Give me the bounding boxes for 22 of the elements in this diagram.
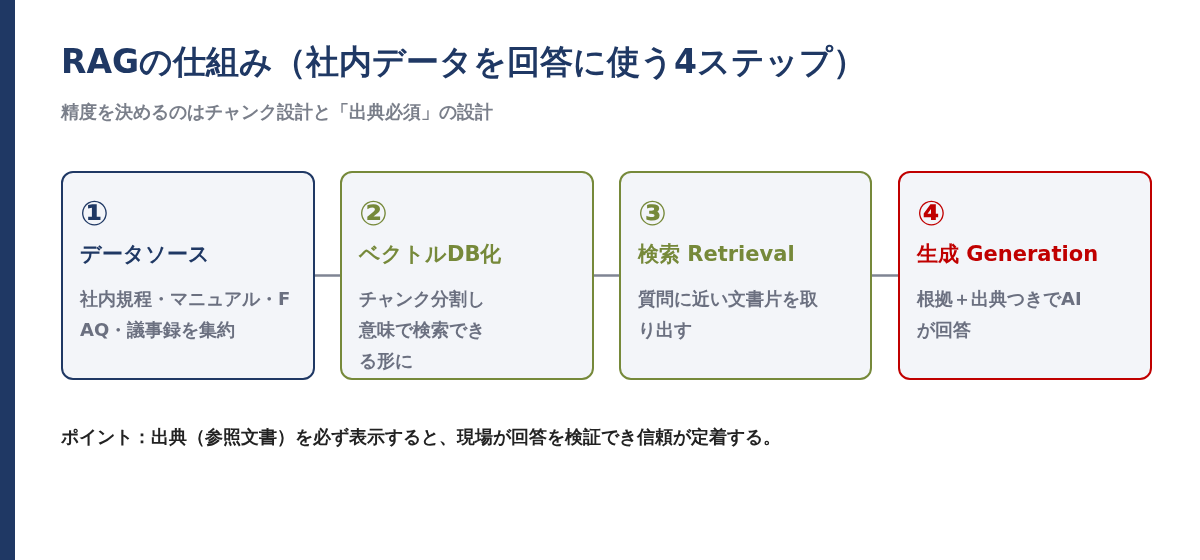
step-description: 質問に近い文書片を取り出す: [638, 287, 819, 342]
subtitle: 精度を決めるのはチャンク設計と「出典必須」の設計: [61, 100, 493, 124]
connector-line: [315, 274, 340, 277]
connector-line: [872, 274, 898, 277]
note: ポイント：出典（参照文書）を必ず表示すると、現場が回答を検証でき信頼が定着する。: [61, 425, 781, 449]
step-description: チャンク分割し意味で検索できる形に: [359, 287, 486, 373]
step-card: [61, 171, 315, 380]
step-card: [619, 171, 872, 380]
step-title: データソース: [80, 241, 210, 269]
step-number: ④: [917, 195, 946, 233]
step-number: ②: [359, 195, 388, 233]
step-title: ベクトルDB化: [359, 241, 502, 269]
step-title: 生成 Generation: [917, 241, 1099, 269]
title: RAGの仕組み（社内データを回答に使う4ステップ）: [61, 41, 866, 83]
step-title: 検索 Retrieval: [638, 241, 795, 269]
step-number: ①: [80, 195, 109, 233]
step-description: 社内規程・マニュアル・FAQ・議事録を集約: [80, 287, 292, 342]
step-number: ③: [638, 195, 667, 233]
step-card: [898, 171, 1152, 380]
step-description: 根拠＋出典つきでAIが回答: [917, 287, 1082, 342]
step-card: [340, 171, 594, 380]
connector-line: [594, 274, 619, 277]
